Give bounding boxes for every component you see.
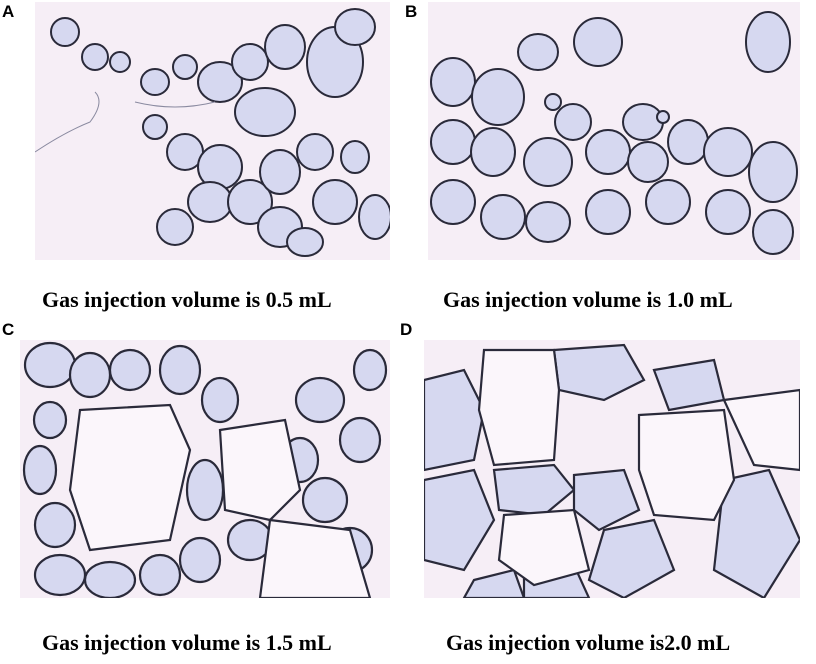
caption-b: Gas injection volume is 1.0 mL bbox=[443, 287, 733, 312]
panel-label-c: C bbox=[2, 320, 15, 339]
panel-label-b: B bbox=[405, 2, 418, 21]
caption-d: Gas injection volume is2.0 mL bbox=[446, 630, 731, 655]
panel-label-d: D bbox=[400, 320, 413, 339]
caption-c: Gas injection volume is 1.5 mL bbox=[42, 630, 332, 655]
foam-micrograph-c bbox=[20, 340, 390, 598]
foam-micrograph-b bbox=[428, 2, 800, 260]
panel-label-a: A bbox=[2, 2, 15, 21]
caption-a: Gas injection volume is 0.5 mL bbox=[42, 287, 332, 312]
foam-micrograph-a bbox=[35, 2, 390, 260]
foam-micrograph-d bbox=[424, 340, 800, 598]
